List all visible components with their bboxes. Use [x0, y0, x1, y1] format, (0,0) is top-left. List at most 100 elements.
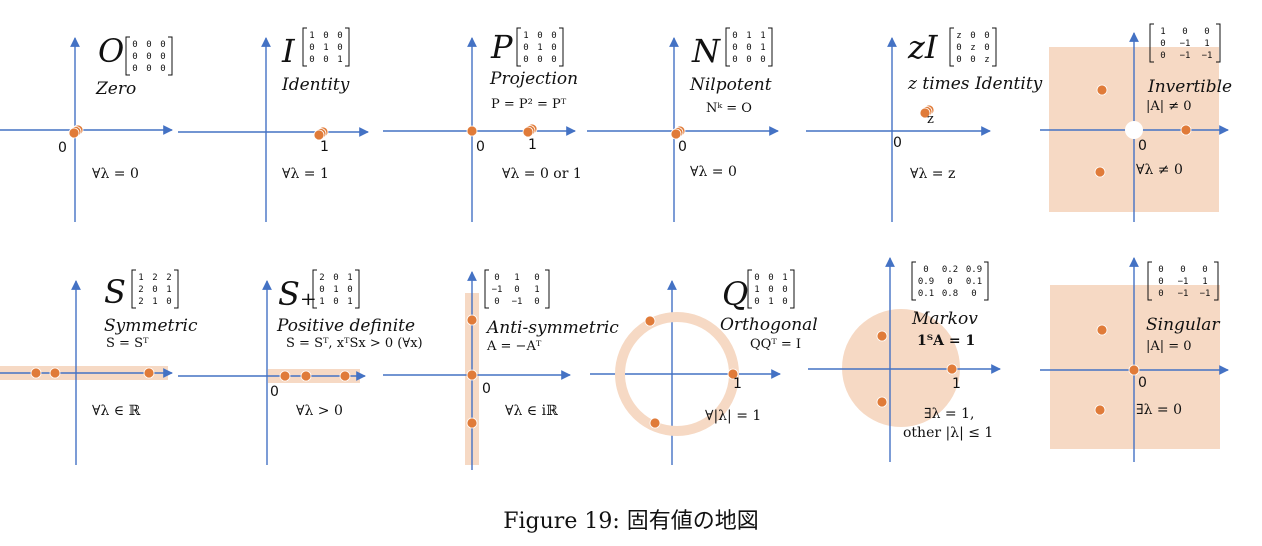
tick-label: 1	[952, 376, 961, 392]
tick-label: 0	[678, 139, 687, 155]
tick-label: 1	[320, 139, 329, 155]
matrix-entry: −1	[1180, 39, 1191, 49]
matrix-symbol: P	[490, 28, 513, 66]
eigenvalue-dot	[1094, 166, 1106, 178]
eigenvalue-dot	[68, 127, 80, 139]
matrix-bracket-left	[911, 261, 916, 301]
eigenvalue-dot	[313, 129, 325, 141]
matrix-name: z times Identity	[907, 74, 1043, 94]
matrix-name: Positive definite	[276, 316, 415, 336]
eigenvalue-dot	[49, 367, 61, 379]
matrix-entry: 1	[166, 285, 171, 295]
matrix-entry: 0	[923, 265, 928, 275]
matrix-entry: 0	[514, 285, 519, 295]
matrix-name: Invertible	[1147, 77, 1232, 97]
matrix-entry: 0	[523, 55, 528, 65]
matrix-entry: 0	[970, 31, 975, 41]
matrix-equation: A = −Aᵀ	[486, 339, 542, 354]
origin-excluded-hole	[1125, 121, 1143, 139]
matrix-entry: 0	[768, 273, 773, 283]
matrix-name: Orthogonal	[720, 315, 818, 335]
eigenvalue-dot	[143, 367, 155, 379]
eigen-condition: ∃λ = 1,	[924, 406, 974, 422]
matrix-equation: P = P² = Pᵀ	[491, 97, 567, 112]
matrix-entry: 0	[551, 55, 556, 65]
matrix-entry: 0	[551, 43, 556, 53]
matrix-entry: 0	[160, 64, 165, 74]
eigenvalue-dot	[1128, 364, 1140, 376]
eigen-condition: ∀λ = 0	[92, 166, 139, 182]
matrix-entry: 0	[309, 55, 314, 65]
matrix-entry: 0	[760, 55, 765, 65]
matrix-entry: z	[970, 43, 975, 53]
matrix-entry: 0.1	[966, 277, 982, 287]
matrix-entry: 0	[984, 43, 989, 53]
matrix-entry: 1	[754, 285, 759, 295]
matrix-entry: 0	[152, 285, 157, 295]
matrix-entry: 0	[956, 55, 961, 65]
tick-label: 0	[1138, 375, 1147, 391]
matrix-name: Markov	[911, 309, 978, 329]
eigenvalue-dot	[279, 370, 291, 382]
eigenvalue-dot	[919, 107, 931, 119]
eigenvalue-dot	[1180, 124, 1192, 136]
matrix-entry: 2	[138, 297, 143, 307]
matrix-entry: 0.1	[918, 289, 934, 299]
matrix-entry: 0	[534, 297, 539, 307]
matrix-entry: 0	[337, 43, 342, 53]
matrix-bracket-right	[545, 269, 550, 309]
matrix-bracket-right	[355, 269, 360, 309]
matrix-entry: 0	[1158, 265, 1163, 275]
matrix-entry: 0	[323, 31, 328, 41]
matrix-symbol: Q	[722, 275, 748, 313]
tick-label: 0	[476, 139, 485, 155]
tick-label: 1	[528, 137, 537, 153]
matrix-bracket-right	[559, 27, 564, 67]
matrix-bracket-right	[168, 36, 173, 76]
matrix-entry: 0	[1180, 265, 1185, 275]
matrix-entry: 1	[523, 31, 528, 41]
matrix-entry: −1	[1178, 277, 1189, 287]
matrix-entry: 0.8	[942, 289, 958, 299]
matrix-entry: 0	[146, 52, 151, 62]
matrix-entry: 0	[1202, 265, 1207, 275]
eigenvalue-dot	[1096, 84, 1108, 96]
matrix-entry: 0	[323, 55, 328, 65]
matrix-entry: 0	[984, 31, 989, 41]
matrix-entry: 1	[138, 273, 143, 283]
matrix-entry: 1	[319, 297, 324, 307]
tick-label: 0	[270, 384, 279, 400]
tick-label: z	[927, 112, 934, 127]
matrix-equation: 1ᵀA = 1	[917, 333, 975, 349]
matrix-entry: 1	[152, 297, 157, 307]
matrix-entry: 0	[333, 297, 338, 307]
matrix-entry: 0	[319, 285, 324, 295]
matrix-entry: 0	[1204, 27, 1209, 37]
eigen-condition: ∀λ > 0	[296, 403, 343, 419]
matrix-entry: 0	[494, 273, 499, 283]
matrix-entry: 0	[754, 297, 759, 307]
matrix-entry: 0	[132, 64, 137, 74]
matrix-entry: −1	[1200, 289, 1211, 299]
tick-label: 0	[482, 381, 491, 397]
matrix-entry: 0	[551, 31, 556, 41]
eigenvalue-dot	[876, 396, 888, 408]
matrix-bracket-left	[1147, 261, 1152, 301]
matrix-symbol: S₊	[278, 275, 317, 313]
matrix-bracket-right	[984, 261, 989, 301]
matrix-entry: 1	[760, 31, 765, 41]
unit-disk-region	[842, 309, 960, 427]
matrix-entry: 2	[138, 285, 143, 295]
matrix-entry: 1	[1204, 39, 1209, 49]
eigen-condition: ∀λ ∈ ℝ	[92, 403, 141, 419]
matrix-symbol: N	[691, 32, 721, 70]
matrix-entry: 0	[132, 40, 137, 50]
matrix-entry: z	[956, 31, 961, 41]
eigenvalue-dot	[727, 368, 739, 380]
matrix-entry: 0	[768, 285, 773, 295]
